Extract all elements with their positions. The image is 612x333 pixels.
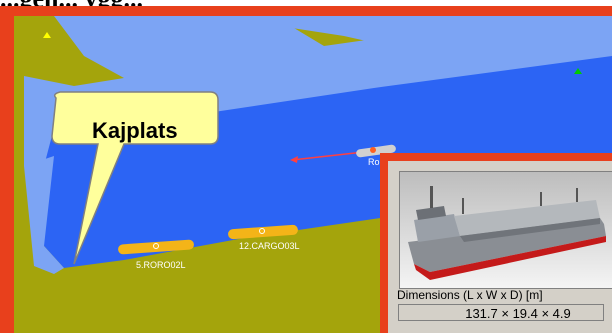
ship-info-panel: Dimensions (L x W x D) [m] 131.7 × 19.4 … bbox=[380, 153, 612, 333]
vessel-course-line bbox=[291, 151, 365, 161]
deep-water-channel bbox=[44, 56, 612, 268]
page-title: ...gen... ygg... bbox=[0, 0, 612, 12]
dimensions-label: Dimensions (L x W x D) [m] bbox=[397, 288, 543, 302]
ship-hull-red bbox=[414, 236, 606, 280]
ship-bridge bbox=[416, 206, 446, 220]
vessel-label-2: 12.CARGO03L bbox=[239, 241, 300, 251]
ship-hull bbox=[408, 218, 606, 272]
harbor-map[interactable]: Ro... 5.RORO02L 12.CARGO03L Kajplats bbox=[14, 16, 612, 333]
vessel-course-arrow-icon bbox=[290, 156, 298, 163]
moving-vessel[interactable] bbox=[356, 144, 397, 158]
ship-deck-shadow bbox=[460, 218, 600, 242]
nav-marker-east-icon bbox=[574, 68, 582, 74]
ship-superstructure bbox=[414, 214, 460, 242]
berthed-vessel-2-marker bbox=[259, 228, 265, 234]
vessel-label-1: 5.RORO02L bbox=[136, 260, 186, 270]
ship-mast-2 bbox=[462, 198, 464, 214]
berthed-vessel-1 bbox=[118, 239, 194, 255]
ship-crane-2 bbox=[576, 188, 578, 202]
ship-illustration-icon bbox=[408, 186, 606, 280]
vessel-label-moving: Ro... bbox=[368, 157, 387, 167]
ship-crane bbox=[540, 192, 542, 206]
dimensions-value: 131.7 × 19.4 × 4.9 bbox=[465, 306, 571, 321]
moving-vessel-marker bbox=[370, 147, 376, 153]
berthed-vessel-1-marker bbox=[153, 243, 159, 249]
callout-bubble bbox=[51, 91, 219, 265]
ship-mast bbox=[430, 186, 433, 208]
nav-marker-north-icon bbox=[43, 32, 51, 38]
dimensions-value-field: 131.7 × 19.4 × 4.9 bbox=[398, 304, 604, 321]
ship-info-body: Dimensions (L x W x D) [m] 131.7 × 19.4 … bbox=[388, 161, 612, 333]
berthed-vessel-2 bbox=[228, 224, 298, 240]
callout-label: Kajplats bbox=[92, 118, 178, 143]
shallow-water-north bbox=[214, 16, 612, 61]
pier-land bbox=[14, 16, 124, 86]
ship-deck bbox=[454, 200, 600, 236]
shallow-water-west bbox=[24, 156, 64, 274]
ship-image bbox=[399, 171, 612, 289]
